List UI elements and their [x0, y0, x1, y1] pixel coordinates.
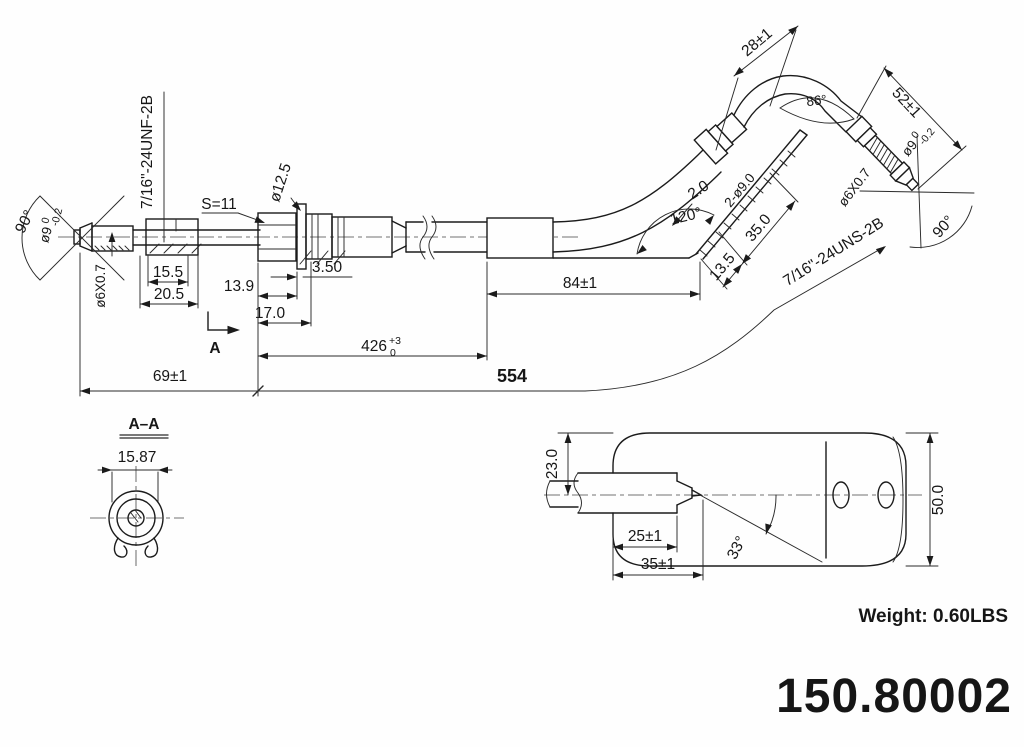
tube-nut	[145, 218, 199, 256]
left-flare-angle-dim: 90° ø9 0 -0.2	[12, 195, 125, 281]
holes-spec-label: 2-ø9.0	[721, 170, 758, 210]
dim-15-5-label: 15.5	[153, 264, 183, 281]
ferrule-tip	[691, 489, 704, 497]
dim-50-label: 50.0	[930, 485, 947, 516]
right-seat-tol-lower: -0.2	[917, 126, 938, 148]
bend-angle-120-label: 120°	[668, 205, 703, 229]
flange-washer	[296, 203, 307, 270]
bracket-hole	[877, 481, 895, 509]
left-dimensions: ø6X0.7 7/16"-24UNF-2B S=11 ø12.5 15.5 20…	[93, 91, 353, 357]
dim-13-5-label: 13.5	[706, 250, 738, 284]
right-flare-angle-label: 90°	[929, 213, 957, 242]
left-thread-spec-label: 7/16"-24UNF-2B	[139, 95, 156, 209]
bend-angle-86-label: 86°	[806, 92, 828, 109]
dim-23-label: 23.0	[544, 449, 561, 480]
left-seat-dia: ø9	[36, 225, 55, 244]
right-thread-minor-label: ø6X0.7	[835, 165, 873, 209]
hose-break-line	[428, 215, 437, 260]
hex-fitting	[257, 212, 297, 262]
plate-hatch	[699, 150, 796, 257]
dim-13-9-label: 13.9	[224, 278, 254, 295]
dim-28-label: 28±1	[738, 25, 775, 60]
circlip-outer	[108, 490, 164, 546]
weight-label: Weight: 0.60LBS	[858, 606, 1008, 627]
threaded-shaft	[91, 225, 134, 252]
crimp-ferrule	[331, 216, 393, 258]
left-seat-tol-upper: 0	[39, 216, 52, 225]
dim-426-tol-upper: +3	[389, 335, 401, 347]
section-aa-view: A–A 15.87	[97, 416, 173, 558]
protector-sleeve	[486, 217, 554, 259]
tube-cross-section	[127, 509, 145, 527]
length-dimensions: 84±1 426 +3 0 69±1 554	[79, 243, 888, 397]
hose-break-line	[419, 215, 428, 260]
dim-426-tol-lower: 0	[390, 347, 396, 359]
section-cut-label: A	[209, 340, 220, 357]
right-flare-tip	[905, 177, 920, 192]
hose-stub-break	[546, 480, 551, 508]
tab-break-line	[573, 472, 582, 514]
plate-thickness-label: 2.0	[685, 177, 713, 203]
footer: Weight: 0.60LBS 150.80002	[776, 606, 1012, 723]
dim-25-label: 25±1	[628, 528, 662, 545]
left-fitting	[73, 203, 407, 270]
hose	[405, 143, 722, 260]
dim-69-label: 69±1	[153, 368, 187, 385]
top-bend-tube	[733, 74, 863, 133]
left-seat-dia-label: ø9 0 -0.2	[36, 207, 65, 245]
flange-thickness-label: 3.50	[312, 259, 343, 276]
dim-35-0-label: 35.0	[742, 211, 775, 245]
bracket-hole	[832, 481, 850, 509]
dim-20-5-label: 20.5	[154, 286, 184, 303]
bend-dimensions: 120° 2.0 13.5 35.0 2-ø9.0	[634, 170, 799, 290]
collar-section-hatch	[299, 250, 346, 265]
mounting-bracket-edge-view	[695, 129, 808, 260]
left-flare-angle-label: 90°	[12, 208, 38, 237]
dim-52-label: 52±1	[888, 85, 924, 122]
right-thread-hatch	[869, 137, 899, 173]
angle-33-label: 33°	[724, 534, 750, 563]
dim-15-87-label: 15.87	[118, 449, 157, 466]
circlip-leg-left	[113, 537, 128, 558]
bracket-face-view: 23.0 50.0 25±1 35±1 33°	[544, 432, 947, 581]
circlip-inner	[116, 498, 156, 538]
section-aa-title: A–A	[128, 416, 159, 433]
nut-section-hatch	[149, 243, 202, 254]
right-thread-spec-label: 7/16"-24UNS-2B	[780, 215, 886, 290]
thread-hatch	[94, 245, 130, 251]
dim-35-label: 35±1	[641, 556, 675, 573]
top-bend-dimensions: 28±1 86° 52±1	[715, 23, 967, 190]
left-seat-tol-lower: -0.2	[49, 207, 65, 228]
dim-554-label: 554	[497, 366, 527, 386]
dim-426-label: 426	[361, 338, 387, 355]
dim-554-extension-curve	[584, 246, 885, 392]
bracket-outline	[612, 432, 907, 567]
dim-84-label: 84±1	[563, 275, 597, 292]
left-thread-minor-label: ø6X0.7	[93, 264, 108, 308]
dim-17-0-label: 17.0	[255, 305, 286, 322]
hex-size-label: S=11	[201, 196, 236, 213]
flange-dia-label: ø12.5	[267, 161, 295, 204]
upper-crimp-fitting	[693, 112, 748, 165]
circlip-leg-right	[144, 537, 159, 558]
part-number: 150.80002	[776, 670, 1012, 723]
right-fitting	[845, 115, 920, 192]
